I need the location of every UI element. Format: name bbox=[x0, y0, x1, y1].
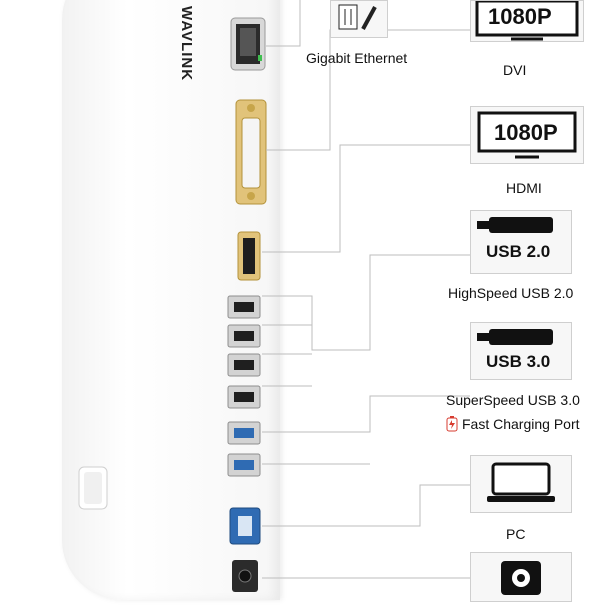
usb-drive-icon bbox=[477, 329, 553, 345]
dvi-label: DVI bbox=[503, 62, 527, 78]
brand-area: WAVLINK bbox=[178, 6, 200, 126]
usb2-badge-text: USB 2.0 bbox=[486, 242, 551, 261]
charging-label: Fast Charging Port bbox=[462, 416, 580, 432]
hdmi-port bbox=[237, 231, 261, 281]
usb3-label: SuperSpeed USB 3.0 bbox=[446, 392, 580, 408]
dc-power-port bbox=[232, 560, 258, 592]
power-box bbox=[470, 552, 572, 602]
usb2-ports bbox=[227, 295, 261, 409]
usb3-ports bbox=[227, 421, 261, 477]
pc-label: PC bbox=[506, 526, 526, 542]
hdmi-monitor-box bbox=[470, 106, 584, 164]
monitor-icon bbox=[475, 0, 579, 41]
dvi-resolution: 1080P bbox=[488, 4, 552, 29]
battery-charge-icon bbox=[446, 416, 458, 432]
monitor-icon-hdmi bbox=[477, 111, 577, 159]
brand-logo-text: WAVLINK bbox=[178, 6, 195, 82]
pc-box bbox=[470, 455, 572, 513]
usb3-badge-text: USB 3.0 bbox=[486, 352, 551, 371]
hdmi-label: HDMI bbox=[506, 180, 542, 196]
dvi-port bbox=[235, 99, 267, 205]
dvi-monitor-box bbox=[470, 0, 584, 42]
usb3-box bbox=[470, 322, 572, 380]
hdmi-resolution: 1080P bbox=[494, 120, 558, 145]
usb-drive-icon bbox=[477, 217, 553, 233]
displaylink-badge bbox=[78, 466, 108, 510]
power-adapter-icon bbox=[501, 561, 541, 595]
usb2-label: HighSpeed USB 2.0 bbox=[448, 285, 574, 301]
ethernet-port bbox=[230, 17, 266, 71]
usb-b-port bbox=[229, 507, 261, 545]
laptop-icon bbox=[487, 462, 555, 502]
usb2-box bbox=[470, 210, 572, 274]
tool-icon-box bbox=[330, 0, 388, 38]
ethernet-cable-icon bbox=[338, 4, 377, 30]
callout-wires bbox=[262, 0, 470, 579]
ethernet-label: Gigabit Ethernet bbox=[306, 50, 408, 66]
